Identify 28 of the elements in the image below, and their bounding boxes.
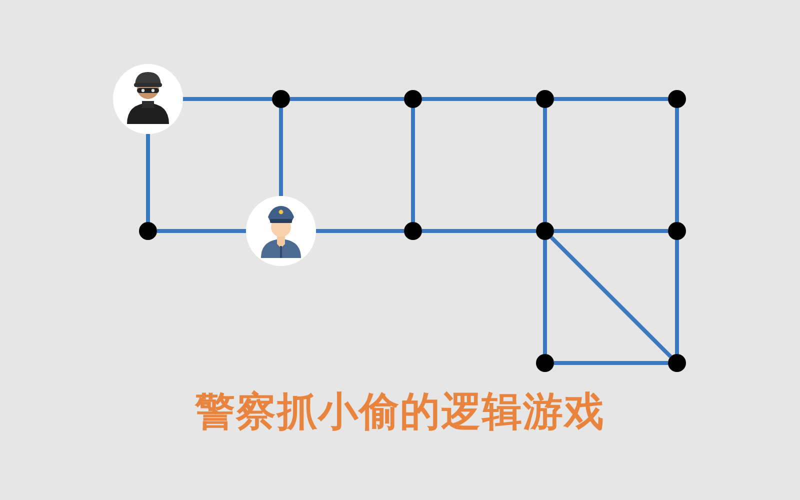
edge-line — [543, 240, 547, 354]
edge-line — [290, 97, 404, 101]
edge-line — [554, 97, 668, 101]
edge-line — [675, 108, 679, 222]
graph-vertex — [536, 354, 554, 372]
graph-vertex — [536, 222, 554, 240]
edge-line — [550, 236, 672, 358]
edge-line — [422, 97, 536, 101]
edge-line — [183, 97, 272, 101]
graph-vertex — [668, 354, 686, 372]
edge-line — [554, 361, 668, 365]
edge-line — [279, 108, 283, 196]
graph-vertex — [404, 222, 422, 240]
graph-vertex — [272, 90, 290, 108]
edge-line — [543, 108, 547, 222]
edge-line — [554, 229, 668, 233]
edge-line — [675, 240, 679, 354]
graph-vertex — [668, 90, 686, 108]
edge-line — [422, 229, 536, 233]
graph-vertex — [668, 222, 686, 240]
graph-vertex — [139, 222, 157, 240]
graph-vertex — [404, 90, 422, 108]
edge-line — [411, 108, 415, 222]
title: 警察抓小偷的逻辑游戏 — [195, 389, 605, 435]
edge-line — [157, 229, 246, 233]
edge-line — [146, 134, 150, 222]
edge-line — [316, 229, 404, 233]
graph-vertex — [536, 90, 554, 108]
